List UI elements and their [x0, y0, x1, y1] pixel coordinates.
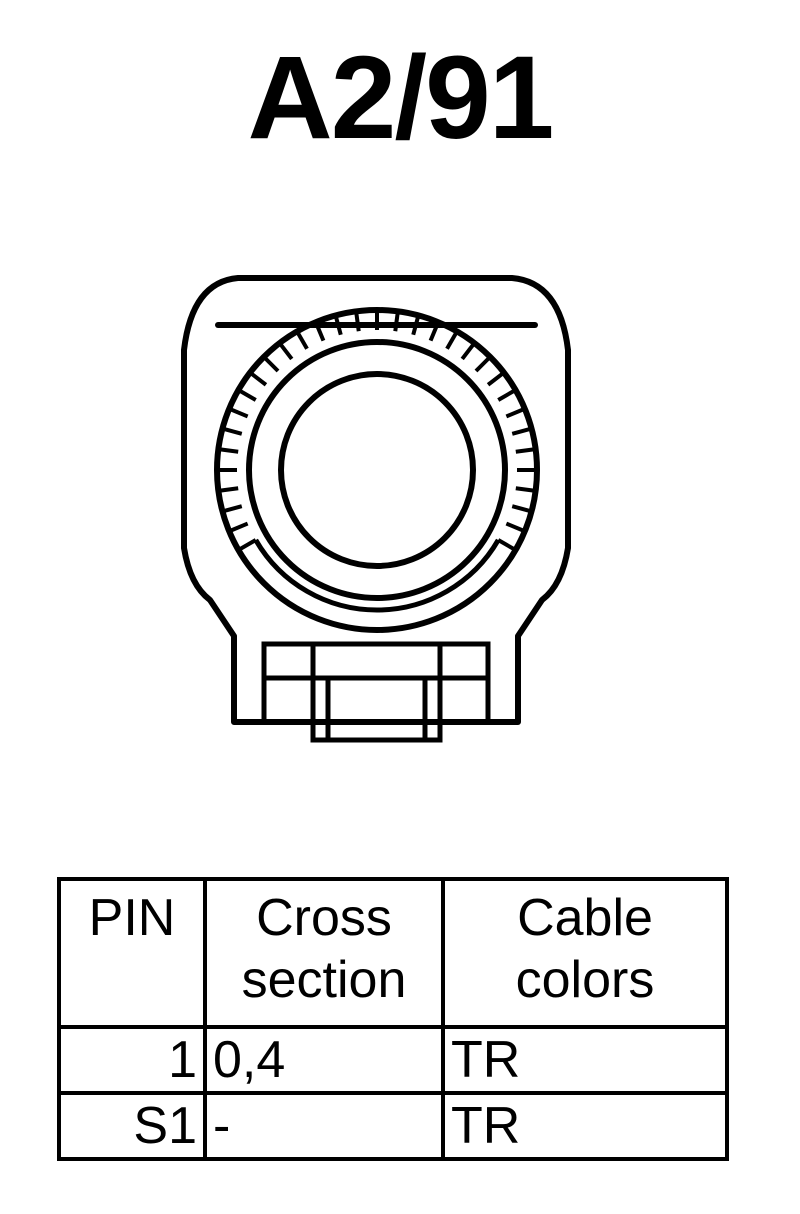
knurl-tick [497, 538, 517, 552]
header-pin: PIN [57, 877, 207, 1029]
knurl-tick [295, 330, 309, 350]
header-cable-colors: Cable colors [441, 877, 729, 1029]
cell-pin: S1 [57, 1091, 207, 1161]
cell-cross-section: 0,4 [203, 1025, 445, 1095]
knurl-tick [333, 314, 343, 336]
knurl-tick [354, 311, 361, 332]
middle-ring [246, 339, 508, 601]
knurl-tick [221, 426, 243, 436]
connector-title: A2/91 [247, 32, 555, 164]
knurl-tick [262, 355, 280, 373]
knurl-tick [228, 521, 249, 534]
knurl-tick [505, 406, 526, 419]
header-cross-line2: section [241, 951, 407, 1009]
knurl-tick [218, 447, 239, 454]
header-cross-line1: Cross [256, 889, 392, 947]
pin-table: PIN Cross section Cable colors 1 0,4 TR … [57, 877, 729, 1161]
cell-cable-color: TR [441, 1091, 729, 1161]
knurl-tick [237, 538, 257, 552]
outer-ring [214, 307, 540, 633]
header-cable-line2: colors [515, 951, 655, 1009]
table-header-row: PIN Cross section Cable colors [57, 877, 729, 1029]
cell-pin: 1 [57, 1025, 207, 1095]
knurl-tick [248, 371, 268, 387]
header-cable-line1: Cable [517, 889, 653, 947]
knurled-ring [217, 310, 537, 613]
knurl-tick [474, 355, 492, 373]
latch-tab [310, 722, 443, 743]
knurl-tick [497, 388, 517, 402]
knurl-tick [445, 330, 459, 350]
knurl-tick [428, 321, 441, 342]
knurl-tick [511, 504, 533, 514]
knurl-tick [221, 504, 243, 514]
connector-drawing [181, 275, 571, 743]
knurl-tick [411, 314, 421, 336]
table-row: 1 0,4 TR [57, 1025, 729, 1095]
knurl-tick [505, 521, 526, 534]
header-cross-section: Cross section [203, 877, 445, 1029]
knurl-tick [218, 486, 239, 493]
knurl-tick [460, 341, 476, 361]
cell-cross-section: - [203, 1091, 445, 1161]
knurl-tick [313, 321, 326, 342]
knurl-tick [228, 406, 249, 419]
knurl-inner-arc [253, 538, 501, 613]
table-row: S1 - TR [57, 1091, 729, 1161]
connector-housing-outline [181, 275, 571, 725]
latch-outer [261, 641, 491, 725]
knurl-tick [515, 486, 536, 493]
knurl-tick [278, 341, 294, 361]
cell-cable-color: TR [441, 1025, 729, 1095]
inner-socket [278, 371, 476, 569]
knurl-tick [237, 388, 257, 402]
knurl-tick [511, 426, 533, 436]
knurl-tick [393, 311, 400, 332]
knurl-tick [486, 371, 506, 387]
knurl-tick [515, 447, 536, 454]
